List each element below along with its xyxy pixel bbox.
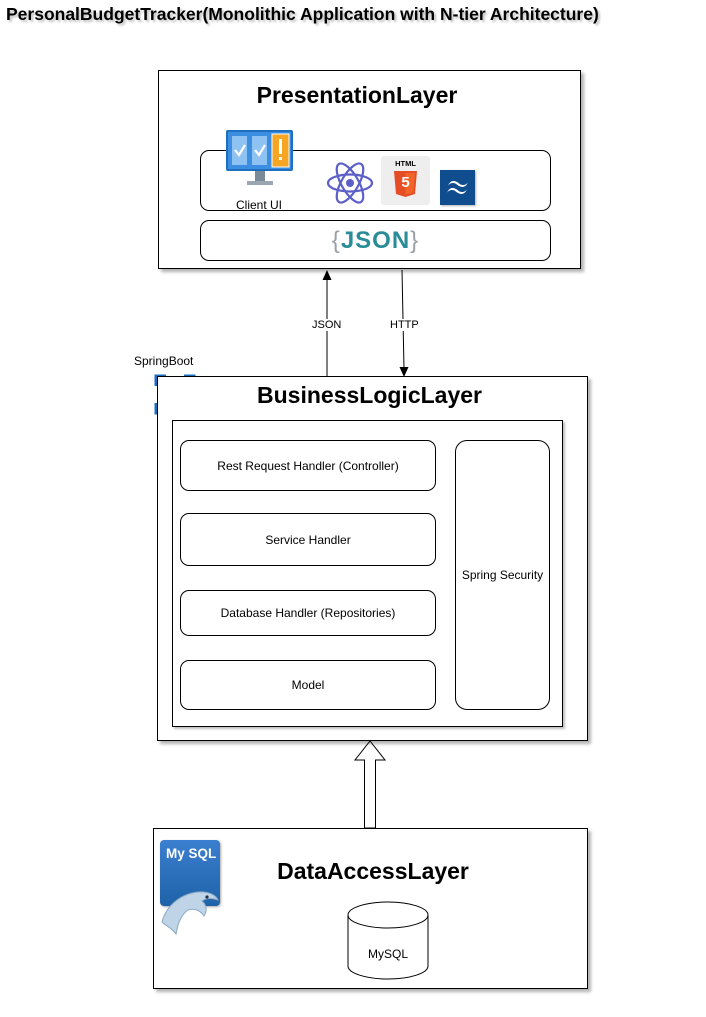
mysql-logo-text: My SQL xyxy=(166,846,217,861)
json-logo-text: JSON xyxy=(340,226,411,254)
client-ui-icon xyxy=(225,128,295,194)
diagram-title: PersonalBudgetTracker(Monolithic Applica… xyxy=(6,4,599,24)
model-component: Model xyxy=(180,660,436,710)
html5-icon: 5 HTML xyxy=(381,156,430,205)
mysql-database-icon xyxy=(347,901,429,980)
mysql-logo-icon: My SQL xyxy=(160,840,222,936)
json-format-container: {JSON} xyxy=(200,220,551,261)
dolphin-icon xyxy=(161,891,219,936)
html5-badge-text: HTML xyxy=(395,159,416,168)
service-component: Service Handler xyxy=(180,513,436,566)
http-arrow-label: HTTP xyxy=(389,319,420,331)
mysql-database-label: MySQL xyxy=(367,947,408,961)
json-arrow-label: JSON xyxy=(311,319,343,331)
controller-component: Rest Request Handler (Controller) xyxy=(180,440,436,491)
react-icon xyxy=(325,158,375,208)
repository-component: Database Handler (Repositories) xyxy=(180,590,436,636)
springboot-label: SpringBoot xyxy=(134,354,194,368)
spring-security-component: Spring Security xyxy=(455,440,550,710)
json-close-brace: } xyxy=(410,226,420,254)
json-open-brace: { xyxy=(331,226,341,254)
json-logo: {JSON} xyxy=(332,227,419,255)
client-ui-label: Client UI xyxy=(236,198,283,212)
presentation-layer-title: PresentationLayer xyxy=(256,82,458,108)
tailwind-icon xyxy=(440,170,475,205)
svg-text:5: 5 xyxy=(401,174,409,191)
business-logic-layer-title: BusinessLogicLayer xyxy=(257,382,482,408)
data-to-business-arrow xyxy=(353,740,387,829)
data-access-layer-title: DataAccessLayer xyxy=(277,858,469,884)
